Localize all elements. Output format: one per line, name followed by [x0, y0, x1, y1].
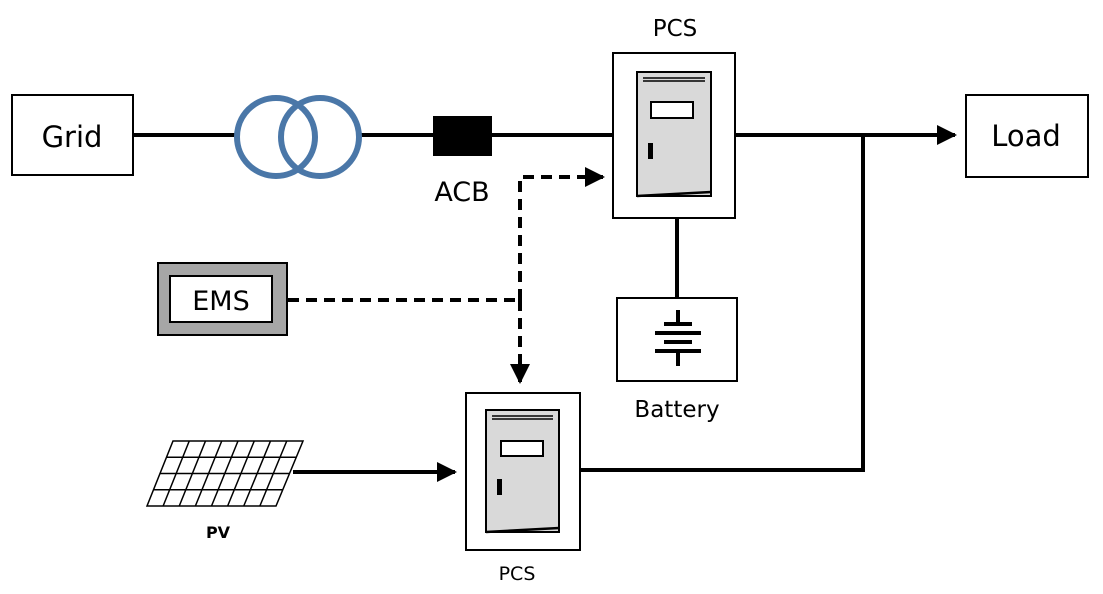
- pcs-bottom-display: [500, 440, 544, 457]
- pcs-top-cabinet: [636, 71, 712, 197]
- battery-icon: [655, 310, 701, 366]
- transformer-icon: [234, 95, 362, 179]
- power-lines: [133, 125, 957, 482]
- line-control-to-pcs-top: [518, 167, 605, 300]
- acb-node: ACB: [433, 116, 492, 208]
- load-label: Load: [991, 119, 1061, 153]
- ems-inner-box: [169, 275, 273, 323]
- load-node: Load: [965, 94, 1089, 178]
- pv-panel-icon: [145, 440, 305, 507]
- pcs-bottom-handle: [497, 479, 502, 495]
- grid-node: Grid: [11, 94, 134, 176]
- pcs-top-label: PCS: [653, 16, 698, 42]
- ems-label: EMS: [192, 286, 250, 317]
- acb-label: ACB: [434, 177, 489, 208]
- pv-node: PV: [145, 440, 305, 542]
- grid-label: Grid: [42, 120, 103, 154]
- acb-breaker: [433, 116, 492, 156]
- battery-node: Battery: [616, 297, 738, 423]
- line-pcs-bottom-to-bus: [580, 135, 865, 472]
- control-lines: [288, 167, 605, 384]
- pcs-top-handle: [648, 143, 653, 159]
- pcs-bottom-cabinet: [485, 409, 560, 533]
- pcs-bottom-label: PCS: [499, 563, 536, 585]
- pv-label: PV: [206, 523, 231, 542]
- battery-label: Battery: [634, 397, 719, 423]
- pcs-top-display: [650, 101, 694, 119]
- grid-box: [11, 94, 134, 176]
- pcs-bottom-node: PCS: [465, 392, 581, 585]
- ems-node: EMS: [157, 262, 288, 336]
- pcs-top-node: PCS: [612, 16, 736, 219]
- load-box: [965, 94, 1089, 178]
